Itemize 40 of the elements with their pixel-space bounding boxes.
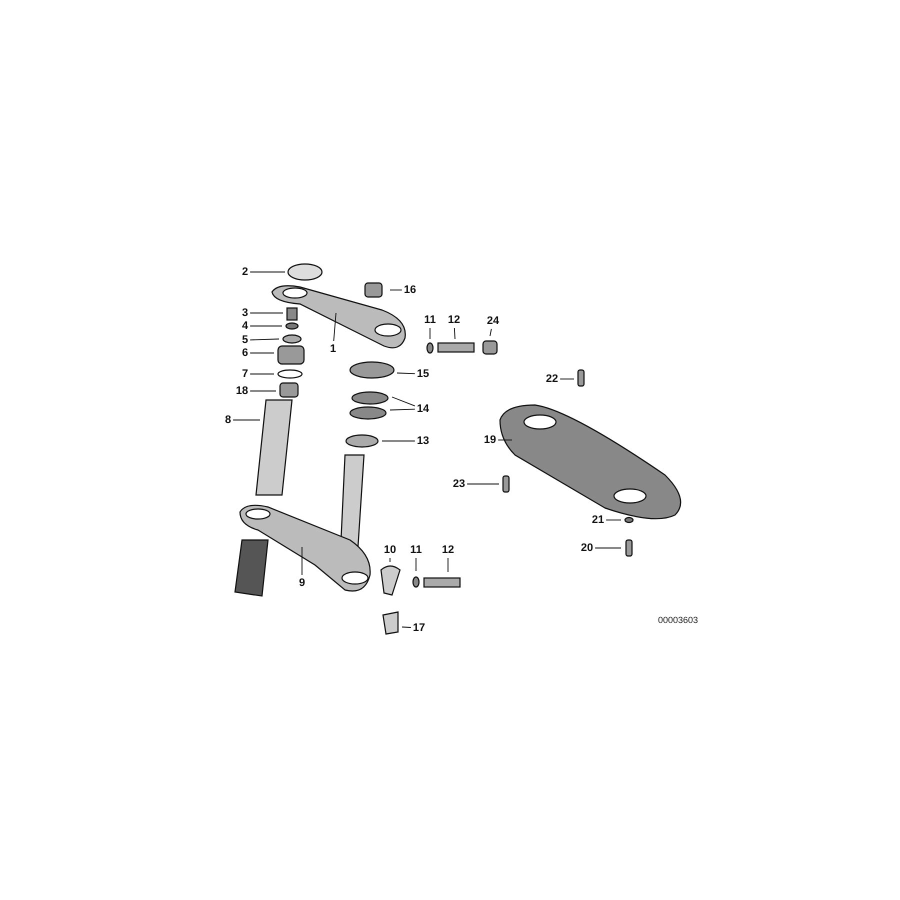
callout-number: 17: [412, 622, 426, 634]
callout-number: 13: [416, 435, 430, 447]
leader-line: [250, 352, 274, 354]
callout-number: 22: [546, 373, 558, 385]
callout-number: 19: [484, 434, 496, 446]
callout-number: 6: [242, 347, 248, 359]
callout-number: 23: [452, 478, 466, 490]
callout-number: 1: [330, 343, 336, 355]
callout-number: 20: [580, 542, 594, 554]
leader-line: [390, 408, 416, 410]
callout-number: 12: [448, 314, 460, 326]
diagram-number: 00003603: [658, 615, 698, 625]
callout-number: 21: [592, 514, 604, 526]
leader-line: [250, 338, 280, 340]
callout-number: 7: [242, 368, 248, 380]
callout-number: 11: [424, 314, 436, 326]
leader-line: [250, 312, 284, 314]
callout-number: 8: [224, 414, 232, 426]
callout-number: 4: [242, 320, 248, 332]
leader-line: [250, 390, 276, 392]
callout-number: 5: [242, 334, 248, 346]
leader-line: [454, 328, 456, 340]
callout-number: 2: [242, 266, 248, 278]
leader-line: [560, 378, 574, 380]
callout-number: 18: [236, 385, 248, 397]
callout-number: 10: [384, 544, 396, 556]
callout-number: 11: [410, 544, 422, 556]
leader-line: [402, 626, 412, 628]
callout-number: 14: [416, 403, 430, 415]
callout-number: 12: [442, 544, 454, 556]
callout-number: 15: [416, 368, 430, 380]
callout-number: 24: [486, 315, 500, 327]
callout-number: 9: [298, 577, 306, 589]
leader-line: [333, 312, 336, 342]
leader-line: [382, 440, 416, 442]
callout-number: 3: [242, 307, 248, 319]
leader-line: [490, 328, 492, 336]
leader-line: [396, 372, 416, 374]
leader-line: [392, 396, 416, 406]
callout-number: 16: [404, 284, 416, 296]
